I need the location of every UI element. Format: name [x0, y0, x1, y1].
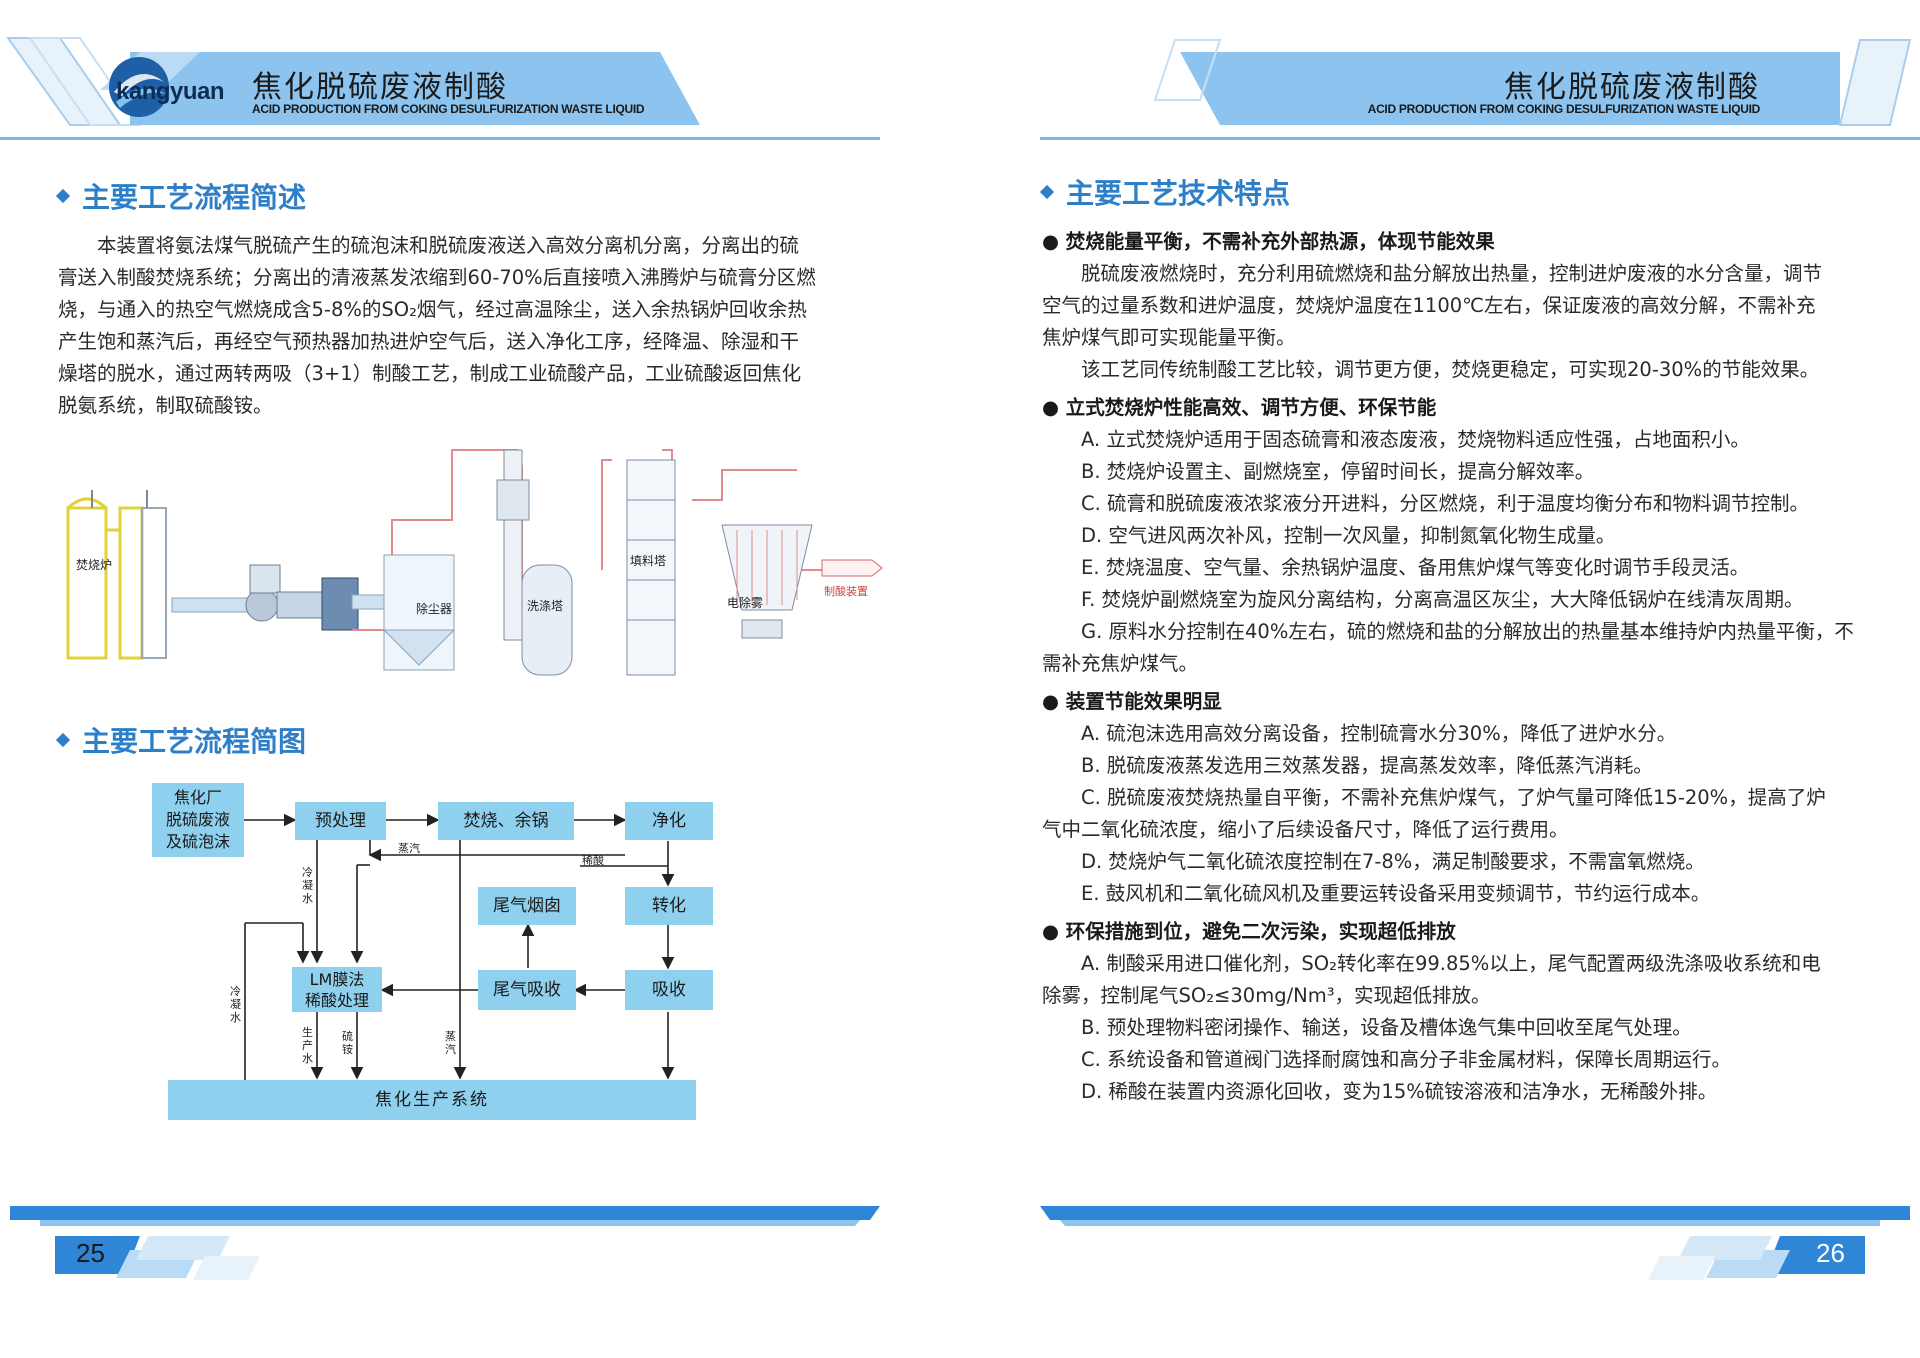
- flow-box-absorb: 吸收: [625, 970, 713, 1010]
- text-line: E. 焚烧温度、空气量、余热锅炉温度、备用焦炉煤气等变化时调节手段灵活。: [1042, 556, 1750, 579]
- incinerator-graphic: [66, 490, 167, 660]
- page-number-left: 25: [76, 1238, 105, 1268]
- flow-box-source: 焦化厂 脱硫废液 及硫泡沫: [152, 783, 244, 857]
- text-line: A. 硫泡沫选用高效分离设备，控制硫膏水分30%，降低了进炉水分。: [1042, 722, 1677, 745]
- flow-box-lm: LM膜法 稀酸处理: [292, 967, 382, 1012]
- feature-block: ● 装置节能效果明显 A. 硫泡沫选用高效分离设备，控制硫膏水分30%，降低了进…: [1042, 686, 1832, 910]
- flow-box-tail-absorb: 尾气吸收: [478, 970, 576, 1010]
- text-line: B. 脱硫废液蒸发选用三效蒸发器，提高蒸发效率，降低蒸汽消耗。: [1042, 754, 1653, 777]
- right-footer-bar: [1040, 1206, 1910, 1280]
- feature-block: ● 环保措施到位，避免二次污染，实现超低排放 A. 制酸采用进口催化剂，SO₂转…: [1042, 916, 1832, 1108]
- text-line: 焦炉煤气即可实现能量平衡。: [1042, 326, 1296, 349]
- left-footer-bar: [10, 1206, 880, 1280]
- header-subtitle: ACID PRODUCTION FROM COKING DESULFURIZAT…: [252, 102, 645, 116]
- text-line: 空气的过量系数和进炉温度，焚烧炉温度在1100℃左右，保证废液的高效分解，不需补…: [1042, 294, 1816, 317]
- text-line: B. 焚烧炉设置主、副燃烧室，停留时间长，提高分解效率。: [1042, 460, 1595, 483]
- label-wash-tower: 洗涤塔: [527, 599, 564, 613]
- label-acid-plant: 制酸装置: [824, 585, 868, 598]
- kangyuan-logo-icon: [109, 57, 169, 117]
- text-line: 气中二氧化硫浓度，缩小了后续设备尺寸，降低了运行费用。: [1042, 818, 1569, 841]
- text-line: D. 焚烧炉气二氧化硫浓度控制在7-8%，满足制酸要求，不需富氧燃烧。: [1042, 850, 1705, 873]
- flow-label-ammonium-sulfate: 硫铵: [342, 1030, 353, 1056]
- flow-box-burn: 焚烧、余锅: [438, 802, 574, 840]
- text-line: 该工艺同传统制酸工艺比较，调节更方便，焚烧更稳定，可实现20-30%的节能效果。: [1042, 358, 1820, 381]
- label-packed-tower: 填料塔: [630, 554, 667, 568]
- text-line: A. 制酸采用进口催化剂，SO₂转化率在99.85%以上，尾气配置两级洗涤吸收系…: [1042, 952, 1821, 975]
- text-line: G. 原料水分控制在40%左右，硫的燃烧和盐的分解放出的热量基本维持炉内热量平衡…: [1042, 620, 1854, 643]
- text-line: 烧，与通入的热空气燃烧成含5-8%的SO₂烟气，经过高温除尘，送入余热锅炉回收余…: [58, 298, 807, 321]
- flow-label-prod-water: 生产水: [302, 1026, 313, 1065]
- flow-box-coking-system: 焦化生产系统: [168, 1080, 696, 1120]
- flowchart-arrows: [244, 813, 675, 1080]
- text-line: 产生饱和蒸汽后，再经空气预热器加热进炉空气后，送入净化工序，经降温、除湿和干: [58, 330, 800, 353]
- flow-label-steam: 蒸汽: [398, 842, 420, 855]
- text-line: 除雾，控制尾气SO₂≤30mg/Nm³，实现超低排放。: [1042, 984, 1491, 1007]
- equipment-illustration: [66, 449, 883, 676]
- flow-label-dilute-acid: 稀酸: [582, 854, 604, 867]
- right-header-banner: [1153, 39, 1912, 126]
- left-page: kangyuan 焦化脱硫废液制酸 ACID PRODUCTION FROM C…: [0, 37, 883, 1280]
- right-page: 焦化脱硫废液制酸 ACID PRODUCTION FROM COKING DES…: [960, 0, 1920, 1358]
- text-line: C. 脱硫废液焚烧热量自平衡，不需补充焦炉煤气，了炉气量可降低15-20%，提高…: [1042, 786, 1826, 809]
- tech-features-body: ● 焚烧能量平衡，不需补充外部热源，体现节能效果 脱硫废液燃烧时，充分利用硫燃烧…: [1042, 226, 1854, 1108]
- feature-bullet: ● 装置节能效果明显: [1042, 690, 1222, 713]
- feature-block: ● 焚烧能量平衡，不需补充外部热源，体现节能效果 脱硫废液燃烧时，充分利用硫燃烧…: [1042, 226, 1832, 386]
- flow-label-cond-water-2: 冷凝水: [230, 985, 241, 1024]
- text-line: D. 空气进风两次补风，控制一次风量，抑制氮氧化物生成量。: [1042, 524, 1616, 547]
- text-line: E. 鼓风机和二氧化硫风机及重要运转设备采用变频调节，节约运行成本。: [1042, 882, 1711, 905]
- page-number-right: 26: [1816, 1238, 1845, 1268]
- header-title: 焦化脱硫废液制酸: [252, 70, 508, 105]
- text-line: D. 稀酸在装置内资源化回收，变为15%硫铵溶液和洁净水，无稀酸外排。: [1042, 1080, 1718, 1103]
- diamond-icon: [1039, 184, 1055, 200]
- flow-box-purify: 净化: [625, 802, 713, 840]
- text-line: 本装置将氨法煤气脱硫产生的硫泡沫和脱硫废液送入高效分离机分离，分离出的硫: [58, 234, 800, 257]
- feature-bullet: ● 焚烧能量平衡，不需补充外部热源，体现节能效果: [1042, 230, 1495, 253]
- header-rule: [1040, 137, 1920, 140]
- flow-box-convert: 转化: [625, 887, 713, 925]
- text-line: A. 立式焚烧炉适用于固态硫膏和液态废液，焚烧物料适应性强，占地面积小。: [1042, 428, 1750, 451]
- text-line: 膏送入制酸焚烧系统；分离出的清液蒸发浓缩到60-70%后直接喷入沸腾炉与硫膏分区…: [58, 266, 816, 289]
- header-rule: [0, 137, 880, 140]
- text-line: 脱氨系统，制取硫酸铵。: [58, 394, 273, 417]
- flow-box-pretreat: 预处理: [295, 802, 386, 840]
- text-line: C. 硫膏和脱硫废液浓浆液分开进料，分区燃烧，利于温度均衡分布和物料调节控制。: [1042, 492, 1810, 515]
- feature-block: ● 立式焚烧炉性能高效、调节方便、环保节能 A. 立式焚烧炉适用于固态硫膏和液态…: [1042, 392, 1854, 680]
- label-dust-remover: 除尘器: [416, 602, 453, 616]
- text-line: 脱硫废液燃烧时，充分利用硫燃烧和盐分解放出热量，控制进炉废液的水分含量，调节: [1042, 262, 1823, 285]
- header-title: 焦化脱硫废液制酸: [1504, 70, 1760, 105]
- process-summary-paragraph: 本装置将氨法煤气脱硫产生的硫泡沫和脱硫废液送入高效分离机分离，分离出的硫 膏送入…: [58, 230, 858, 422]
- header-subtitle: ACID PRODUCTION FROM COKING DESULFURIZAT…: [1367, 102, 1761, 116]
- text-line: 需补充焦炉煤气。: [1042, 652, 1199, 675]
- section-title-flow-diagram: 主要工艺流程简图: [55, 720, 306, 760]
- logo-text: kangyuan: [116, 78, 225, 105]
- flow-label-steam-v: 蒸汽: [445, 1030, 456, 1056]
- section-title-process-summary: 主要工艺流程简述: [55, 176, 306, 216]
- text-line: 燥塔的脱水，通过两转两吸（3+1）制酸工艺，制成工业硫酸产品，工业硫酸返回焦化: [58, 362, 802, 385]
- flow-label-cond-water-1: 冷凝水: [302, 866, 313, 905]
- feature-bullet: ● 环保措施到位，避免二次污染，实现超低排放: [1042, 920, 1456, 943]
- text-line: F. 焚烧炉副燃烧室为旋风分离结构，分离高温区灰尘，大大降低锅炉在线清灰周期。: [1042, 588, 1804, 611]
- feature-bullet: ● 立式焚烧炉性能高效、调节方便、环保节能: [1042, 396, 1437, 419]
- flow-box-tail-stack: 尾气烟囱: [478, 887, 576, 925]
- label-electric-demister: 电除雾: [727, 596, 764, 610]
- text-line: B. 预处理物料密闭操作、输送，设备及槽体逸气集中回收至尾气处理。: [1042, 1016, 1692, 1039]
- text-line: C. 系统设备和管道阀门选择耐腐蚀和高分子非金属材料，保障长周期运行。: [1042, 1048, 1732, 1071]
- section-title-tech-features: 主要工艺技术特点: [1039, 172, 1290, 212]
- label-incinerator: 焚烧炉: [76, 558, 113, 572]
